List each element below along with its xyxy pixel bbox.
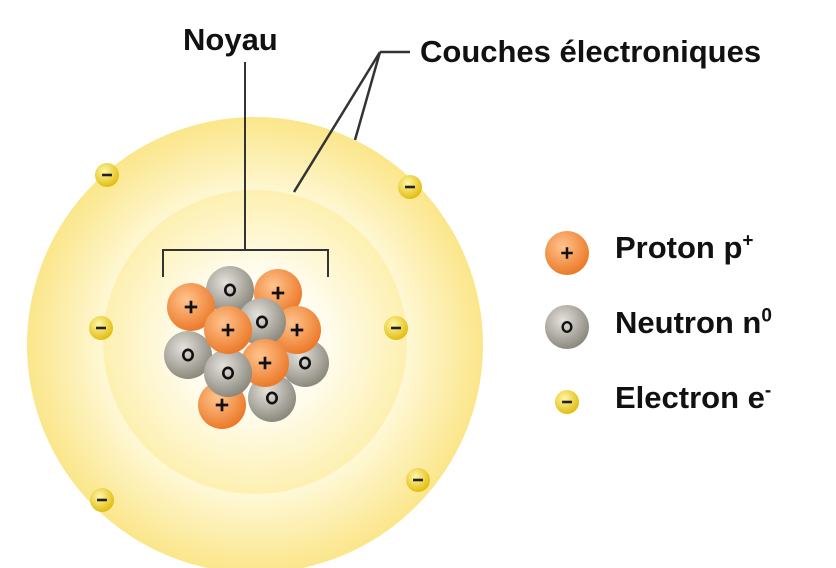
legend-icons <box>545 231 589 414</box>
shells-label: Couches électroniques <box>420 34 762 69</box>
nucleus <box>164 266 329 429</box>
legend-proton-text: Proton p <box>615 230 743 265</box>
legend-proton: Proton p+ <box>615 230 754 266</box>
legend-electron: Electron e- <box>615 380 771 416</box>
electron-particle <box>384 316 408 340</box>
proton-particle <box>167 283 215 331</box>
electron-particle <box>555 390 579 414</box>
electrons <box>89 163 430 512</box>
neutron-particle <box>545 305 589 349</box>
electron-particle <box>89 316 113 340</box>
neutron-particle <box>206 266 254 314</box>
neutron-particle <box>204 349 252 397</box>
legend-neutron-text: Neutron n <box>615 305 762 340</box>
electron-particle <box>90 488 114 512</box>
shell-pointer-lines <box>292 50 410 193</box>
proton-particle <box>241 339 289 387</box>
legend-proton-sup: + <box>742 230 754 252</box>
nucleus-label: Noyau <box>183 22 278 57</box>
legend-electron-sup: - <box>764 380 772 402</box>
nucleus-bracket <box>162 62 329 277</box>
electron-particle <box>398 175 422 199</box>
proton-particle <box>204 306 252 354</box>
proton-particle <box>545 231 589 275</box>
legend-electron-text: Electron e <box>615 380 765 415</box>
electron-particle <box>95 163 119 187</box>
legend-neutron: Neutron n0 <box>615 305 772 341</box>
legend-neutron-sup: 0 <box>761 305 772 327</box>
neutron-particle <box>164 331 212 379</box>
electron-particle <box>406 468 430 492</box>
